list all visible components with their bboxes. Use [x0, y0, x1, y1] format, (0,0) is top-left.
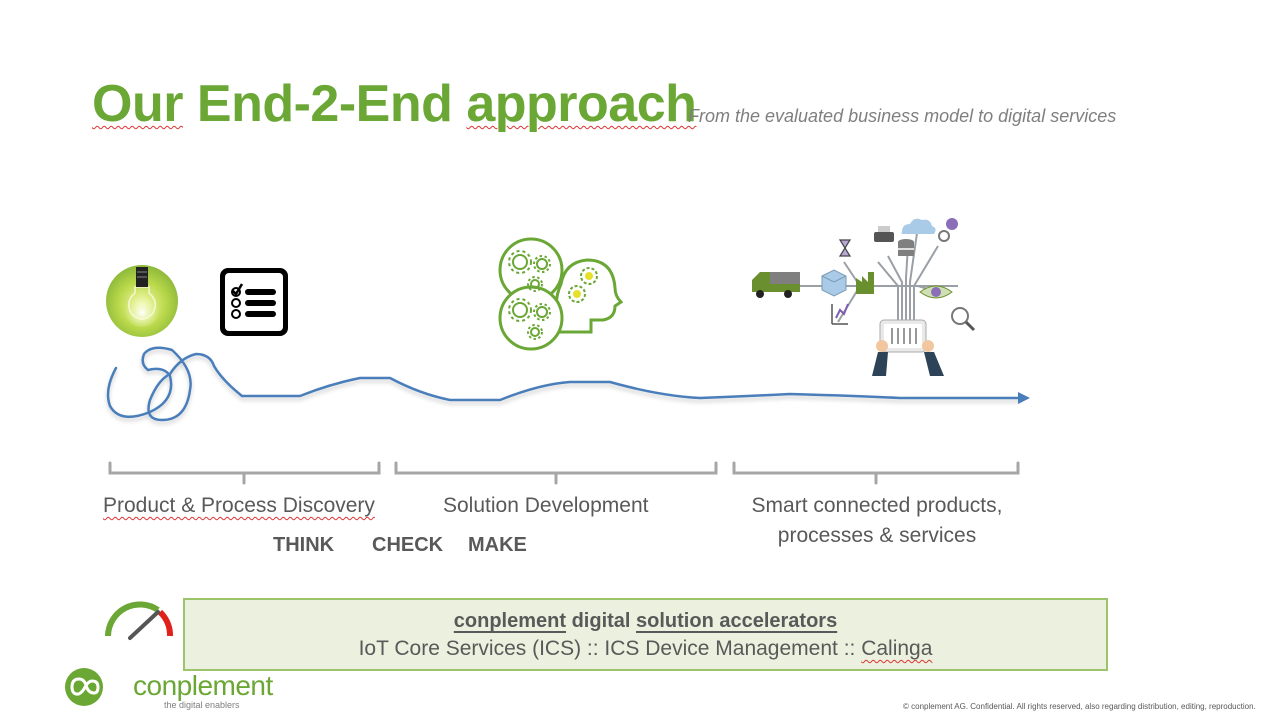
accelerators-title-rest: solution accelerators	[636, 610, 838, 632]
gears-head-icon	[498, 237, 623, 351]
accelerators-brand: conplement	[453, 610, 567, 632]
step-make: MAKE	[468, 534, 527, 556]
accelerators-items-text: IoT Core Services (ICS) :: ICS Device Ma…	[358, 637, 862, 660]
accelerator-calinga: Calinga	[861, 637, 933, 660]
slide-subtitle: From the evaluated business model to dig…	[688, 106, 1117, 126]
copyright-notice: © conplement AG. Confidential. All right…	[903, 702, 1256, 711]
phase-label-discovery: Product & Process Discovery	[103, 494, 375, 518]
light-bulb-icon	[106, 265, 178, 337]
phase-discovery-text: Product & Process Discovery	[103, 494, 375, 517]
bracket-discovery	[108, 461, 381, 485]
accelerators-title-digital: digital	[571, 610, 631, 632]
logo-tagline: the digital enablers	[164, 700, 240, 710]
logo-wordmark: conplement	[133, 670, 273, 701]
slide-title: Our End-2-End approach	[92, 74, 697, 134]
checklist-icon	[220, 268, 288, 336]
journey-line	[106, 346, 1030, 422]
title-word-end2end: End-2-End	[196, 75, 453, 133]
phase-smart-line2: processes & services	[777, 524, 977, 547]
bracket-smart	[732, 461, 1020, 485]
phase-label-smart: Smart connected products, processes & se…	[720, 494, 1034, 548]
phase-label-development: Solution Development	[443, 494, 649, 517]
step-think: THINK	[273, 534, 335, 556]
connected-devices-icon	[752, 218, 976, 376]
step-check: CHECK	[372, 534, 444, 556]
title-word-approach: approach	[466, 75, 697, 133]
speedometer-icon	[105, 601, 173, 640]
bracket-development	[394, 461, 718, 485]
accelerators-title: conplement digital solution accelerators	[185, 610, 1106, 633]
title-word-our: Our	[92, 75, 183, 133]
accelerators-box: conplement digital solution accelerators…	[183, 598, 1108, 671]
phase-brackets	[108, 461, 1020, 485]
accelerators-items: IoT Core Services (ICS) :: ICS Device Ma…	[185, 637, 1106, 661]
phase-smart-line1: Smart connected products,	[751, 494, 1003, 517]
conplement-logo-icon	[65, 668, 103, 706]
